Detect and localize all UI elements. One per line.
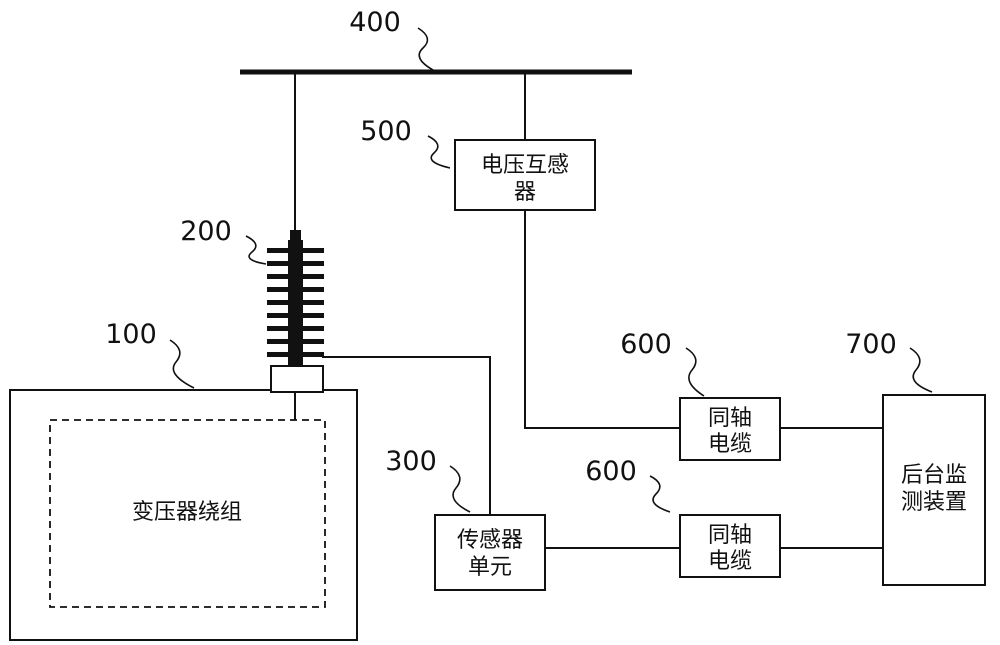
wire-bushing-to-sensor [322,356,491,515]
leader-100 [169,339,195,389]
coax-cable-bottom-label-line1: 同轴 [708,523,752,548]
ref-label-500: 500 [360,116,412,147]
winding-dashed-box [49,419,326,608]
coax-cable-bottom-box [679,514,781,578]
leader-500 [427,135,451,169]
monitor-label-line1: 后台监 [901,463,967,488]
coax-cable-top-label-line2: 电缆 [708,432,752,457]
voltage-transformer-label-line1: 电压互感 [481,153,569,178]
ref-label-600-top: 600 [620,329,672,360]
ref-label-100: 100 [105,319,157,350]
coax-cable-bottom-label-line2: 电缆 [708,549,752,574]
voltage-transformer-box [454,139,596,211]
ref-label-600-bottom: 600 [585,456,637,487]
leader-700 [909,347,933,393]
ref-label-300: 300 [385,446,437,477]
ref-label-700: 700 [845,329,897,360]
wire-voltage-transformer-to-coax-top [524,210,680,429]
leader-400 [417,27,434,71]
sensor-unit-label-line1: 传感器 [457,528,523,553]
bushing-insulator [267,230,324,393]
leader-200 [245,235,267,265]
leader-300 [449,465,471,513]
coax-cable-top-box [679,397,781,461]
sensor-unit-box [434,514,546,591]
transformer-box [9,389,358,641]
ref-label-400: 400 [349,7,401,38]
bushing-flange [270,365,324,393]
leader-600-top [685,347,705,397]
voltage-transformer-label-line2: 器 [514,180,536,205]
monitor-label-line2: 测装置 [901,490,967,515]
monitor-box [882,394,986,586]
coax-cable-top-label-line1: 同轴 [708,406,752,431]
transformer-winding-label: 变压器绕组 [132,500,242,525]
ref-label-200: 200 [180,216,232,247]
sensor-unit-label-line2: 单元 [468,555,512,580]
leader-600-bottom [649,475,671,513]
